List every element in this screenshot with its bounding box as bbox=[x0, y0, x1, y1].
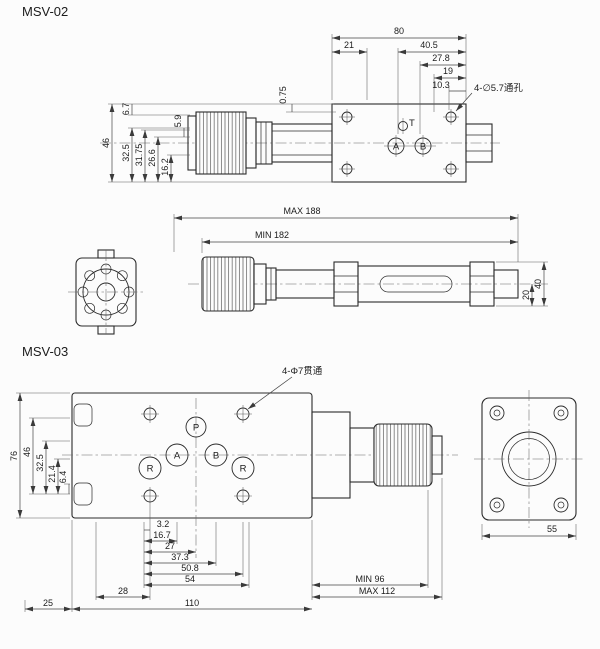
dim-10-3: 10.3 bbox=[432, 80, 450, 90]
dim-110: 110 bbox=[185, 598, 199, 608]
side-end-plug bbox=[493, 269, 519, 299]
port-label-a: A bbox=[174, 451, 181, 462]
dim-21-4: 21.4 bbox=[47, 465, 57, 483]
msv03-top-view: P A B R R 4-Φ7贯通 bbox=[62, 366, 458, 558]
msv02-end-view bbox=[68, 249, 144, 335]
dim-6-7: 6.7 bbox=[121, 103, 131, 116]
msv03-side-port-bottom bbox=[73, 482, 93, 506]
dim-40: 40 bbox=[533, 279, 543, 289]
dim-40-5: 40.5 bbox=[420, 40, 438, 50]
dim-16-7: 16.7 bbox=[153, 530, 171, 540]
port-label-r2: R bbox=[240, 464, 247, 475]
msv02-side-dimensions: MAX 188 MIN 182 20 40 bbox=[173, 206, 548, 307]
port-circle-r1 bbox=[138, 456, 162, 480]
dim-46: 46 bbox=[22, 447, 32, 457]
dim-46: 46 bbox=[101, 138, 111, 148]
dim-3-2: 3.2 bbox=[157, 519, 170, 529]
dim-54: 54 bbox=[185, 574, 195, 584]
msv02-top-dimensions: 80 21 40.5 27.8 19 10.3 0.75 4-∅5.7通孔 bbox=[278, 26, 523, 134]
port-label-b: B bbox=[420, 142, 426, 153]
msv03-bolt-holes bbox=[141, 405, 252, 505]
bolt-hole bbox=[489, 405, 505, 421]
side-slot bbox=[379, 275, 453, 293]
bolt-hole bbox=[489, 497, 505, 513]
dim-min-96: MIN 96 bbox=[355, 574, 384, 584]
bolt-hole bbox=[553, 497, 569, 513]
msv02-title: MSV-02 bbox=[22, 4, 68, 19]
dim-37-3: 37.3 bbox=[171, 552, 189, 562]
port-label-t: T bbox=[409, 118, 415, 129]
hole-note-leader bbox=[455, 92, 473, 112]
extension-lines bbox=[481, 524, 577, 540]
msv03-left-dimensions: 76 46 32.5 21.4 6.4 bbox=[9, 392, 70, 519]
dim-min-182: MIN 182 bbox=[255, 230, 289, 240]
dim-6-4: 6.4 bbox=[58, 471, 68, 484]
dim-20: 20 bbox=[521, 290, 531, 300]
dim-32-5: 32.5 bbox=[35, 454, 45, 472]
dim-16-2: 16.2 bbox=[160, 158, 170, 176]
msv03-hole-note: 4-Φ7贯通 bbox=[282, 366, 323, 377]
dim-31-75: 31.75 bbox=[134, 144, 144, 167]
msv03-side-port-top bbox=[73, 403, 93, 427]
msv02-side-view bbox=[68, 249, 548, 335]
hole-note-leader bbox=[247, 376, 293, 410]
dim-27: 27 bbox=[165, 541, 175, 551]
msv03-ports: P A B R R bbox=[138, 416, 255, 480]
dim-28: 28 bbox=[118, 586, 128, 596]
dim-0-75: 0.75 bbox=[278, 86, 288, 104]
dim-27-8: 27.8 bbox=[432, 53, 450, 63]
side-knob bbox=[201, 256, 255, 312]
dim-max-188: MAX 188 bbox=[283, 206, 320, 216]
dim-55: 55 bbox=[547, 524, 557, 534]
msv03-block bbox=[71, 392, 313, 519]
msv03-adjust-knob bbox=[373, 423, 433, 487]
dim-26-6: 26.6 bbox=[147, 149, 157, 167]
port-label-r1: R bbox=[147, 464, 154, 475]
extension-lines bbox=[108, 103, 334, 183]
msv02-hole-note: 4-∅5.7通孔 bbox=[474, 83, 523, 94]
port-circle-a bbox=[165, 443, 189, 467]
side-barrel bbox=[357, 265, 471, 303]
msv03-bottom-dimensions: 3.2 16.7 27 37.3 50.8 54 MIN 96 28 MAX 1… bbox=[24, 478, 443, 612]
port-circle-b bbox=[204, 443, 228, 467]
dim-5-9: 5.9 bbox=[173, 115, 183, 128]
msv02-hex-end bbox=[465, 123, 493, 163]
dim-21: 21 bbox=[344, 40, 354, 50]
msv02-adjust-knob bbox=[195, 111, 247, 175]
dim-25: 25 bbox=[43, 598, 53, 608]
msv02-left-dimensions: 46 6.7 32.5 31.75 26.6 16.2 5.9 bbox=[101, 103, 334, 183]
dim-max-112: MAX 112 bbox=[359, 586, 395, 596]
dim-32-5: 32.5 bbox=[121, 144, 131, 162]
msv02-ports: T A B bbox=[384, 118, 436, 157]
msv02-top-view: T A B bbox=[100, 103, 500, 183]
port-circle-p bbox=[185, 416, 207, 438]
msv03-title: MSV-03 bbox=[22, 344, 68, 359]
port-label-a: A bbox=[393, 142, 400, 153]
msv03-knob-cap bbox=[431, 435, 443, 475]
port-label-p: P bbox=[193, 423, 199, 434]
bolt-hole bbox=[553, 405, 569, 421]
msv03-end-view: 55 bbox=[474, 390, 584, 540]
dim-76: 76 bbox=[9, 451, 19, 461]
port-label-b: B bbox=[213, 451, 219, 462]
dim-80: 80 bbox=[394, 26, 404, 36]
msv02-bolt-holes bbox=[339, 109, 459, 177]
port-circle-r2 bbox=[231, 456, 255, 480]
dim-50-8: 50.8 bbox=[181, 563, 199, 573]
dim-19: 19 bbox=[443, 66, 453, 76]
